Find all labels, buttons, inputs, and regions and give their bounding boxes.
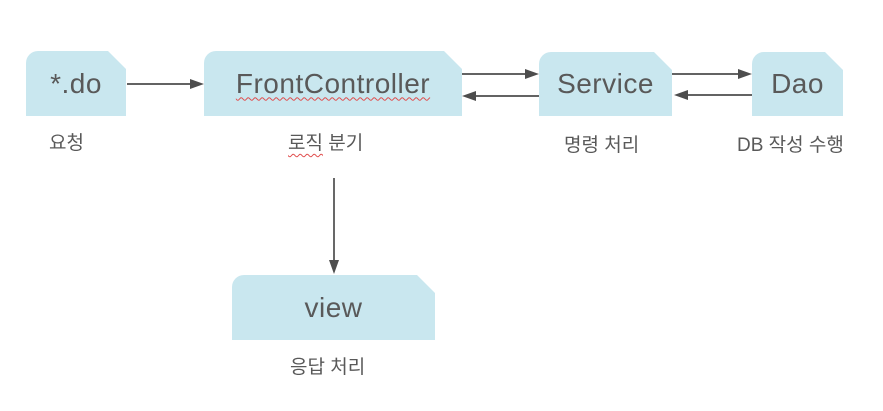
node-front-controller-label: FrontController bbox=[235, 67, 431, 99]
arrow-frontcontroller-to-view bbox=[329, 178, 339, 274]
caption-view: 응답 처리 bbox=[290, 357, 366, 378]
caption-front-controller-rest: 분기 bbox=[322, 133, 364, 154]
caption-front-controller: 로직 분기 bbox=[288, 132, 363, 156]
node-front-controller: FrontController bbox=[204, 51, 462, 116]
arrow-frontcontroller-to-service bbox=[462, 69, 539, 79]
arrow-service-to-frontcontroller bbox=[462, 91, 539, 101]
node-do: *.do bbox=[26, 51, 126, 116]
caption-dao: DB 작성 수행 bbox=[737, 135, 844, 156]
caption-service: 명령 처리 bbox=[564, 135, 640, 156]
node-dao-label: Dao bbox=[771, 68, 824, 99]
arrow-service-to-dao bbox=[672, 69, 752, 79]
caption-front-controller-marked-word: 로직 bbox=[288, 133, 323, 154]
node-service: Service bbox=[539, 52, 672, 116]
node-dao: Dao bbox=[752, 52, 843, 116]
node-view-label: view bbox=[304, 291, 363, 323]
node-service-label: Service bbox=[557, 68, 654, 99]
arrow-do-to-frontcontroller bbox=[127, 79, 204, 89]
node-view: view bbox=[232, 275, 435, 340]
caption-do: 요청 bbox=[49, 133, 84, 154]
arrow-dao-to-service bbox=[674, 90, 752, 100]
node-do-label: *.do bbox=[50, 67, 102, 99]
